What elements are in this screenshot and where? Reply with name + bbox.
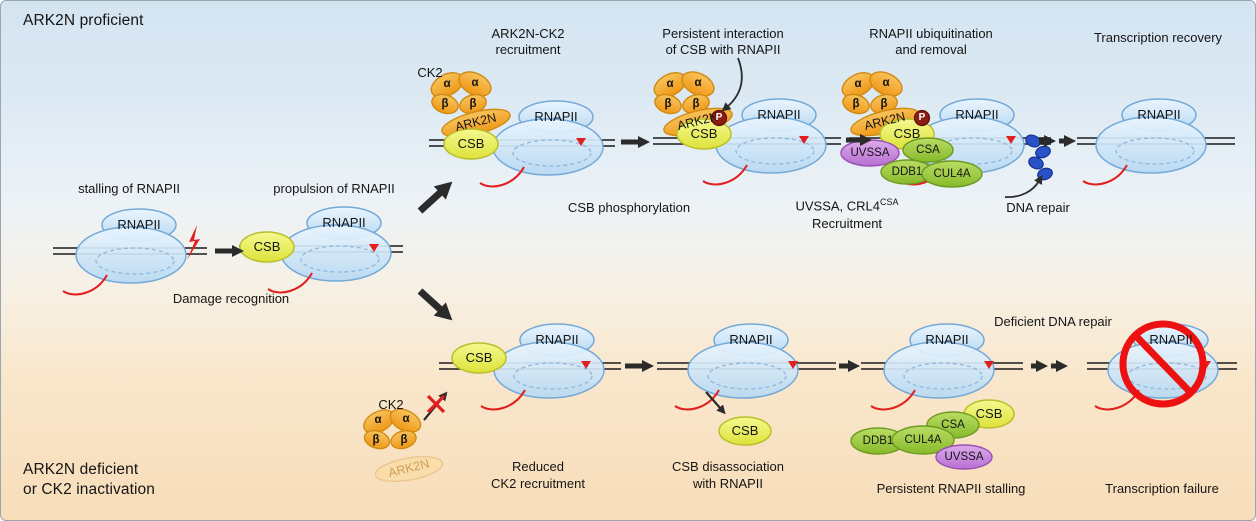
arrow-branch-up	[417, 181, 453, 214]
ck2-beta-label: β	[692, 97, 700, 110]
ark2n-blob-faded	[374, 455, 444, 483]
arrow-branch-down	[417, 288, 453, 321]
label-disassoc-line1: CSB disassociation	[672, 458, 784, 474]
ck2-alpha-label: α	[666, 77, 674, 90]
label-reduced-line1: Reduced	[511, 458, 565, 474]
title-ark2n-deficient-line2: or CK2 inactivation	[23, 481, 155, 498]
rnapii-label: RNAPII	[1137, 106, 1181, 122]
label-csb-phosphorylation: CSB phosphorylation	[567, 199, 691, 215]
label-disassoc-line2: with RNAPII	[692, 475, 764, 491]
rnapii-label: RNAPII	[117, 216, 161, 232]
rnapii-label: RNAPII	[757, 106, 801, 122]
ck2-alpha-label: α	[471, 76, 479, 89]
phospho-label: P	[715, 111, 723, 123]
ck2-beta-label: β	[852, 97, 860, 110]
csb-label: CSB	[465, 349, 493, 365]
csb-blob	[443, 128, 499, 160]
label-stalling: stalling of RNAPII	[78, 180, 180, 196]
label-uvssa-crl4: UVSSA, CRL4CSA	[795, 197, 898, 215]
ck2-beta-label: β	[880, 97, 888, 110]
ddb1-label: DDB1	[862, 434, 894, 447]
rnapii-label: RNAPII	[729, 331, 773, 347]
ck2-alpha-label: α	[694, 76, 702, 89]
ck2-beta-label: β	[400, 433, 408, 446]
label-persistent-stalling: Persistent RNAPII stalling	[876, 480, 1026, 496]
ck2-beta-label: β	[441, 97, 449, 110]
ck2-alpha-label: α	[374, 413, 382, 426]
rnapii-label: RNAPII	[955, 106, 999, 122]
label-dna-repair: DNA repair	[1006, 199, 1070, 215]
damage-lightning-icon	[187, 225, 200, 260]
rnapii-label: RNAPII	[534, 108, 578, 124]
ck2-label: CK2	[378, 396, 404, 412]
title-ark2n-deficient-line1: ARK2N deficient	[23, 461, 139, 478]
uvssa-label: UVSSA	[850, 146, 890, 159]
label-step1-title-line2: recruitment	[495, 41, 561, 57]
label-recruitment: Recruitment	[811, 215, 883, 231]
label-step1-title-line1: ARK2N-CK2	[491, 25, 565, 41]
ck2-alpha-label: α	[882, 76, 890, 89]
rnapii-label: RNAPII	[925, 331, 969, 347]
csa-label: CSA	[941, 418, 965, 431]
uvssa-blob	[935, 444, 993, 470]
prohibition-icon	[1119, 320, 1207, 408]
label-propulsion: propulsion of RNAPII	[273, 180, 395, 196]
label-deficient-repair: Deficient DNA repair	[994, 313, 1112, 329]
label-reduced-line2: CK2 recruitment	[491, 475, 585, 491]
label-uvssa-crl4-sup: CSA	[880, 197, 899, 208]
cul4a-blob	[921, 160, 983, 188]
ck2-alpha-label: α	[443, 77, 451, 90]
ck2-beta-label: β	[372, 433, 380, 446]
label-step3-title-line2: and removal	[895, 41, 967, 57]
csb-label: CSB	[975, 405, 1003, 421]
title-ark2n-proficient: ARK2N proficient	[23, 12, 144, 29]
csb-blob	[718, 416, 772, 446]
csb-blob	[676, 118, 732, 150]
ubiquitin-chain	[1025, 134, 1053, 181]
phospho-badge	[710, 109, 728, 127]
ck2-alpha-label: α	[402, 412, 410, 425]
label-step2-title-line2: of CSB with RNAPII	[665, 41, 781, 57]
csa-label: CSA	[916, 143, 940, 156]
ubiquitin-arrow	[1004, 174, 1043, 198]
ck2-alpha-label: α	[854, 77, 862, 90]
ck2-beta-label: β	[469, 97, 477, 110]
rnapii-label: RNAPII	[535, 331, 579, 347]
csa-blob	[902, 137, 954, 163]
rnapii-label: RNAPII	[322, 214, 366, 230]
step-arrows	[215, 134, 1076, 372]
uvssa-label: UVSSA	[944, 450, 984, 463]
label-transcription-failure: Transcription failure	[1105, 480, 1219, 496]
label-transcription-recovery: Transcription recovery	[1093, 29, 1223, 45]
csb-label: CSB	[893, 125, 921, 141]
csb-label: CSB	[731, 422, 759, 438]
phospho-badge	[913, 109, 931, 127]
blocked-x-icon	[426, 394, 446, 414]
label-step3-title-line1: RNAPII ubiquitination	[869, 25, 993, 41]
phospho-label: P	[918, 111, 926, 123]
csb-label: CSB	[253, 238, 281, 254]
ck2-label: CK2	[417, 64, 443, 80]
label-uvssa-crl4-main: UVSSA, CRL4	[795, 198, 881, 214]
arrow-csb-release	[705, 391, 726, 415]
rnapii-label: RNAPII	[1149, 331, 1193, 347]
ddb1-label: DDB1	[891, 165, 923, 178]
cul4a-label: CUL4A	[904, 433, 942, 446]
cul4a-blob	[891, 425, 955, 455]
cul4a-label: CUL4A	[933, 167, 971, 180]
arrow-to-phospho	[721, 57, 743, 112]
label-step2-title-line1: Persistent interaction	[662, 25, 784, 41]
csb-label: CSB	[690, 125, 718, 141]
csb-blob	[451, 342, 507, 374]
ck2-beta-label: β	[664, 97, 672, 110]
csb-label: CSB	[457, 135, 485, 151]
label-damage-recognition: Damage recognition	[172, 290, 290, 306]
